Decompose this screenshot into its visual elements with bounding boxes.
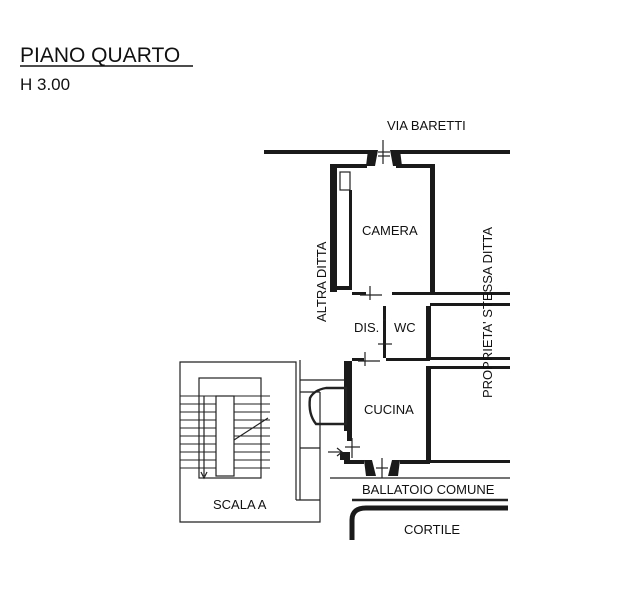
bottom-facade-wall [330, 458, 510, 502]
right-party-wall [426, 164, 510, 463]
balcony-label: BALLATOIO COMUNE [362, 482, 495, 497]
room-label-wc: WC [394, 320, 416, 335]
kitchen-left-wall [340, 361, 360, 460]
courtyard-label: CORTILE [404, 522, 460, 537]
internal-partitions [352, 286, 430, 366]
left-neighbor-label: ALTRA DITTA [314, 241, 329, 322]
plan-title: PIANO QUARTO [20, 44, 180, 67]
room-label-cucina: CUCINA [364, 402, 414, 417]
room-label-dis: DIS. [354, 320, 379, 335]
stairs-label: SCALA A [213, 497, 267, 512]
staircase [179, 361, 321, 523]
right-neighbor-label: PROPRIETA' STESSA DITTA [480, 227, 495, 398]
left-party-wall [330, 164, 432, 292]
top-facade-wall [264, 140, 510, 166]
courtyard-edge [349, 505, 508, 540]
plan-height: H 3.00 [20, 75, 70, 94]
room-label-camera: CAMERA [362, 223, 418, 238]
landing-area [299, 360, 348, 500]
street-label: VIA BARETTI [387, 118, 466, 133]
